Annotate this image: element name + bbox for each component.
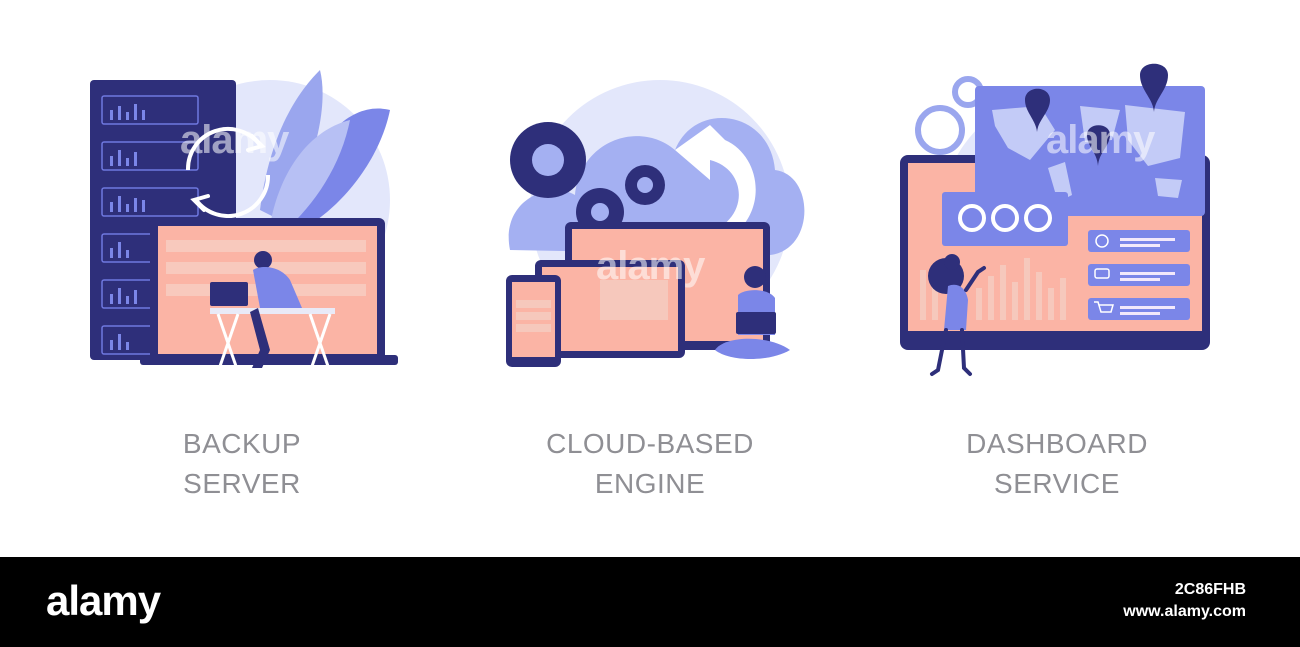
backup-server-illustration [70,50,430,390]
caption-dashboard-service: DASHBOARD SERVICE [877,424,1237,504]
caption-line: BACKUP [182,428,302,459]
dashboard-service-icon [900,63,1210,376]
caption-cloud-based-engine: CLOUD-BASED ENGINE [470,424,830,504]
image-id-block: 2C86FHB www.alamy.com [1123,579,1246,623]
caption-line: DASHBOARD [966,428,1148,459]
caption-line: ENGINE [594,468,706,499]
dashboard-service-illustration [880,50,1240,390]
globe-icon [1095,234,1109,248]
map-pin-icon [1025,63,1168,166]
cloud-engine-icon [506,80,805,367]
site-url: www.alamy.com [1123,603,1246,620]
image-id: 2C86FHB [1174,581,1246,598]
caption-line: CLOUD-BASED [546,428,754,459]
caption-line: SERVER [183,468,301,499]
sync-arrows-icon [185,127,271,218]
cloud-engine-illustration [470,50,830,390]
upload-arrow-icon [675,125,756,250]
caption-backup-server: BACKUP SERVER [62,424,422,504]
caption-line: SERVICE [994,468,1120,499]
stock-footer-bar: alamy 2C86FHB www.alamy.com [0,557,1300,647]
backup-server-icon [90,70,398,373]
cart-icon [1094,301,1114,313]
alamy-logo: alamy [46,577,161,624]
chat-icon [1094,268,1110,279]
